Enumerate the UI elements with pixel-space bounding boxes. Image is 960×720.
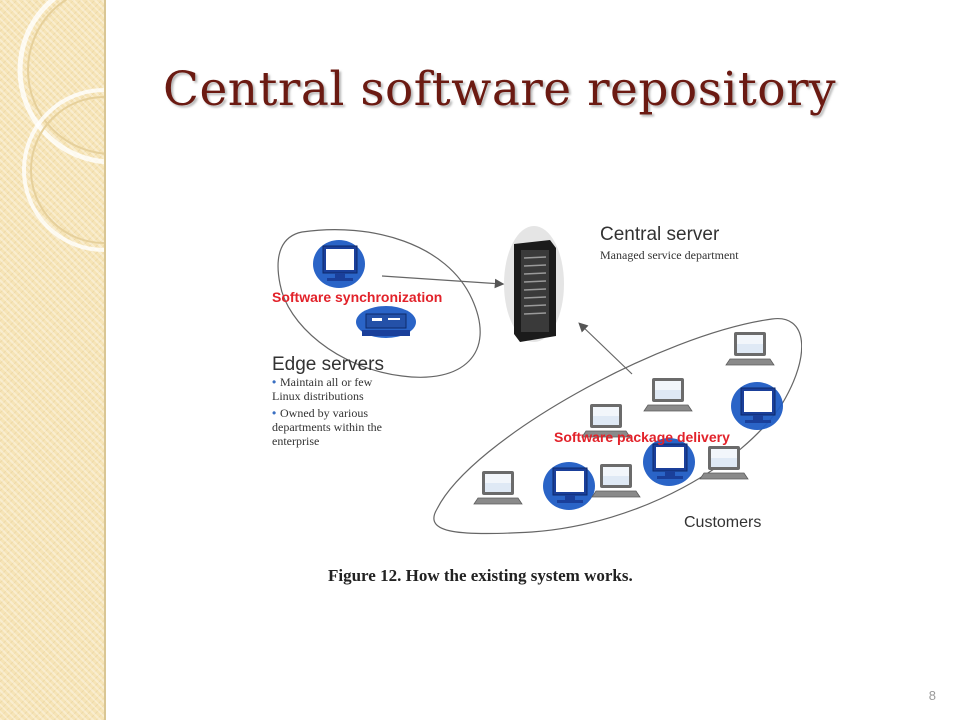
customer-monitor-icon <box>542 461 596 511</box>
package-delivery-label: Software package delivery <box>554 429 730 445</box>
edge-servers-loop <box>277 229 481 378</box>
edge-bullet-text: Maintain all or few <box>280 375 373 389</box>
software-sync-label: Software synchronization <box>272 289 442 305</box>
sidebar-decoration <box>0 0 106 720</box>
slide-title: Central software repository <box>163 62 837 117</box>
customer-laptop-icon <box>473 470 523 505</box>
system-diagram: Central server Managed service departmen… <box>272 224 802 585</box>
edge-monitor-icon <box>312 239 366 289</box>
edge-bullet-marker: • <box>272 375 276 389</box>
page-number: 8 <box>928 688 936 703</box>
edge-servers-title: Edge servers <box>272 354 384 375</box>
customers-loop <box>433 318 802 535</box>
edge-bullet-marker: • <box>272 406 276 420</box>
customers-label: Customers <box>684 514 761 531</box>
edge-bullet-text: Owned by various <box>280 406 368 420</box>
central-server-subtitle: Managed service department <box>600 248 739 262</box>
central-server-title: Central server <box>600 224 720 245</box>
customer-monitor-icon <box>730 381 784 431</box>
edge-bullet-text: departments within the <box>272 420 382 434</box>
customer-laptop-icon <box>699 445 749 480</box>
sidebar-circles <box>17 0 104 252</box>
customer-laptop-icon <box>725 331 775 366</box>
server-icon <box>504 226 564 342</box>
customer-laptop-icon <box>643 377 693 412</box>
customer-laptop-icon <box>591 463 641 498</box>
edge-desktop-icon <box>355 305 417 339</box>
figure-caption: Figure 12. How the existing system works… <box>328 566 633 585</box>
sync-arrow <box>381 275 505 289</box>
delivery-arrow <box>578 322 633 375</box>
edge-bullet-text: Linux distributions <box>272 389 364 403</box>
customer-monitor-icon <box>642 437 696 487</box>
edge-bullet-text: enterprise <box>272 434 319 448</box>
